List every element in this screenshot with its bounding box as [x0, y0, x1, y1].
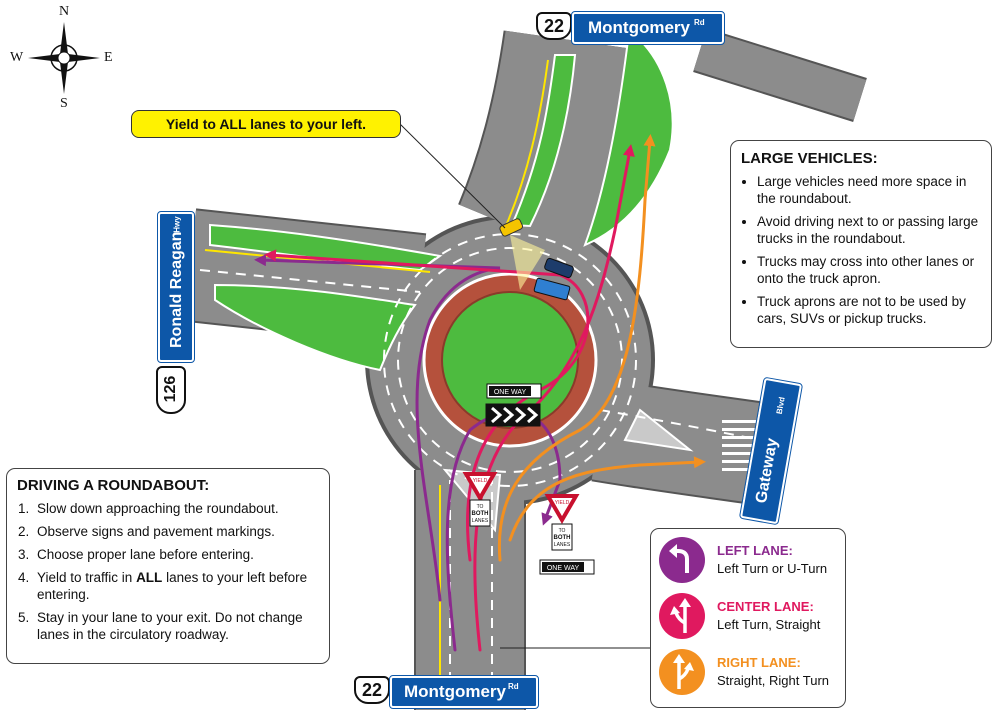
left-lane-row: LEFT LANE: Left Turn or U-Turn	[659, 537, 845, 587]
south-route-shield: 22	[354, 676, 390, 704]
left-lane-title: LEFT LANE:	[717, 543, 793, 558]
west-street-sign: Ronald Reagan Hwy	[157, 211, 195, 363]
right-lane-row: RIGHT LANE: Straight, Right Turn	[659, 649, 845, 699]
north-street-sign: Montgomery Rd	[571, 11, 725, 45]
yield-sight-triangle	[510, 235, 545, 290]
chevron-sign	[485, 403, 541, 427]
crosswalk	[722, 420, 756, 471]
svg-text:BOTH: BOTH	[554, 535, 571, 541]
south-street-suffix: Rd	[508, 682, 519, 691]
svg-text:YIELD: YIELD	[473, 478, 488, 484]
right-lane-title: RIGHT LANE:	[717, 655, 801, 670]
left-turn-arrow-icon	[659, 537, 705, 583]
straight-right-arrow-icon	[659, 649, 705, 695]
yellow-car	[499, 218, 524, 237]
one-way-sign-center: ONE WAY	[486, 383, 542, 399]
orange-path-east	[508, 456, 706, 542]
large-vehicles-title: LARGE VEHICLES:	[741, 150, 878, 167]
center-lane-title: CENTER LANE:	[717, 599, 814, 614]
west-route-shield: 126	[156, 366, 186, 414]
west-street-suffix: Hwy	[172, 216, 182, 233]
central-island	[422, 272, 598, 448]
svg-text:ONE WAY: ONE WAY	[494, 389, 527, 396]
yield-sign-right: YIELD TO BOTH LANES	[544, 494, 580, 551]
west-street-name: Ronald Reagan	[168, 231, 185, 348]
svg-text:TO: TO	[477, 504, 484, 510]
svg-text:TO: TO	[559, 528, 566, 534]
left-lane-desc: Left Turn or U-Turn	[717, 561, 828, 576]
south-street-sign: Montgomery Rd	[389, 675, 539, 709]
svg-text:YIELD: YIELD	[555, 500, 570, 506]
svg-text:BOTH: BOTH	[472, 511, 489, 517]
one-way-sign-south: ONE WAY	[539, 559, 595, 575]
south-street-name: Montgomery	[404, 682, 506, 701]
center-lane-row: CENTER LANE: Left Turn, Straight	[659, 593, 845, 643]
large-vehicles-item: Trucks may cross into other lanes or ont…	[757, 253, 981, 287]
large-vehicles-item: Large vehicles need more space in the ro…	[757, 173, 981, 207]
north-street-name: Montgomery	[588, 18, 690, 37]
svg-text:ONE WAY: ONE WAY	[547, 565, 580, 572]
blue-truck	[533, 277, 571, 301]
compass-east-label: E	[104, 50, 113, 65]
driving-roundabout-panel: DRIVING A ROUNDABOUT: Slow down approach…	[6, 468, 330, 664]
driving-step: Stay in your lane to your exit. Do not c…	[33, 609, 319, 643]
large-vehicles-panel: LARGE VEHICLES: Large vehicles need more…	[730, 140, 992, 348]
compass-north-label: N	[59, 4, 70, 19]
north-street-suffix: Rd	[694, 18, 705, 27]
center-lane-desc: Left Turn, Straight	[717, 617, 821, 632]
north-route-shield: 22	[536, 12, 572, 40]
left-straight-arrow-icon	[659, 593, 705, 639]
large-vehicles-item: Truck aprons are not to be used by cars,…	[757, 293, 981, 327]
svg-text:LANES: LANES	[472, 518, 489, 524]
east-street-name: Gateway	[752, 436, 782, 505]
yield-callout: Yield to ALL lanes to your left.	[131, 110, 401, 138]
east-street-suffix: Blvd	[774, 396, 787, 415]
driving-step: Slow down approaching the roundabout.	[33, 500, 319, 517]
purple-path-west	[254, 254, 501, 602]
driving-step4-post: lanes to your left before entering.	[37, 570, 308, 602]
driving-step4-pre: Yield to traffic in	[37, 570, 137, 585]
driving-step4-bold: ALL	[136, 570, 163, 585]
callout-leader-line	[398, 122, 506, 229]
large-vehicles-item: Avoid driving next to or passing large t…	[757, 213, 981, 247]
compass-west-label: W	[10, 50, 24, 65]
driving-title: DRIVING A ROUNDABOUT:	[17, 477, 210, 494]
compass-south-label: S	[60, 96, 68, 111]
orange-path-north	[497, 134, 656, 562]
lane-legend-panel: LEFT LANE: Left Turn or U-Turn CENTER LA…	[650, 528, 846, 708]
svg-text:LANES: LANES	[554, 542, 571, 548]
yield-sign-left: YIELD TO BOTH LANES	[462, 472, 498, 527]
vehicles	[499, 218, 574, 301]
dark-car	[544, 257, 574, 279]
west-route-number: 126	[162, 375, 179, 403]
right-lane-desc: Straight, Right Turn	[717, 673, 829, 688]
compass-rose-icon	[28, 22, 100, 94]
driving-step: Choose proper lane before entering.	[33, 546, 319, 563]
driving-step: Yield to traffic in ALL lanes to your le…	[33, 569, 319, 603]
purple-path-uturn	[445, 410, 562, 652]
driving-step: Observe signs and pavement markings.	[33, 523, 319, 540]
